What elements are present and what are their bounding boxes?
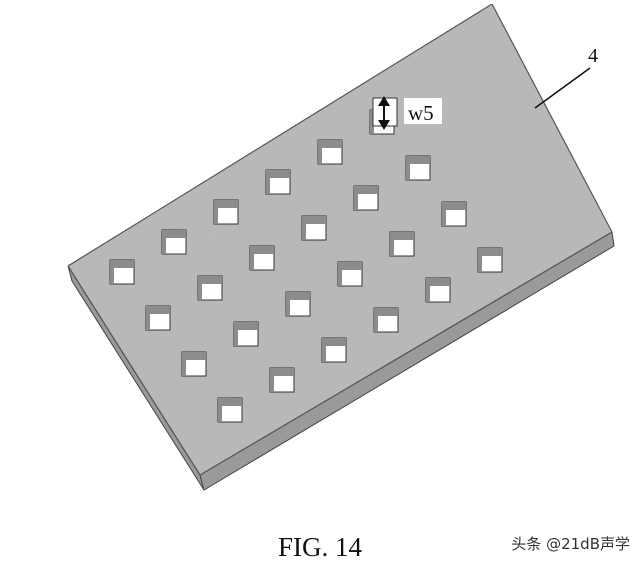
hole-wall	[322, 338, 346, 362]
hole-wall	[218, 398, 242, 422]
hole-wall	[270, 368, 294, 392]
hole	[161, 229, 187, 255]
hole-wall	[162, 230, 186, 254]
hole	[197, 275, 223, 301]
hole-wall	[250, 246, 274, 270]
hole-wall	[442, 202, 466, 226]
hole	[249, 245, 275, 271]
hole-grid	[109, 109, 503, 423]
hole	[317, 139, 343, 165]
hole-wall	[426, 278, 450, 302]
dimension-label: w5	[408, 101, 434, 125]
hole-wall	[318, 140, 342, 164]
hole-wall	[146, 306, 170, 330]
hole	[353, 185, 379, 211]
hole	[389, 231, 415, 257]
hole-wall	[354, 186, 378, 210]
hole	[301, 215, 327, 241]
dimension-label-bg	[404, 98, 442, 124]
hole-wall	[374, 308, 398, 332]
dimension-arrowhead-bottom	[378, 120, 390, 130]
hole	[373, 307, 399, 333]
hole	[109, 259, 135, 285]
hole-wall	[182, 352, 206, 376]
hole	[337, 261, 363, 287]
hole	[425, 277, 451, 303]
hole	[285, 291, 311, 317]
hole	[233, 321, 259, 347]
hole	[217, 397, 243, 423]
reference-numeral: 4	[588, 45, 598, 67]
hole	[405, 155, 431, 181]
hole	[321, 337, 347, 363]
hole-wall	[198, 276, 222, 300]
hole	[269, 367, 295, 393]
hole	[477, 247, 503, 273]
hole-wall	[286, 292, 310, 316]
hole	[213, 199, 239, 225]
dimension-w5: w5	[372, 96, 442, 130]
dimension-arrowhead-top	[378, 96, 390, 106]
hole	[441, 201, 467, 227]
hole-wall	[110, 260, 134, 284]
hole-wall	[214, 200, 238, 224]
leader-line	[534, 67, 591, 109]
figure-caption: FIG. 14	[277, 532, 362, 562]
hole-wall	[302, 216, 326, 240]
hole-wall	[234, 322, 258, 346]
hole	[265, 169, 291, 195]
hole-wall	[390, 232, 414, 256]
hole-wall	[406, 156, 430, 180]
reference-numeral-4: 4	[534, 45, 598, 109]
hole	[181, 351, 207, 377]
hole-wall	[338, 262, 362, 286]
hole-wall	[478, 248, 502, 272]
watermark: 头条 @21dB声学	[511, 535, 630, 553]
hole	[145, 305, 171, 331]
hole-wall	[266, 170, 290, 194]
